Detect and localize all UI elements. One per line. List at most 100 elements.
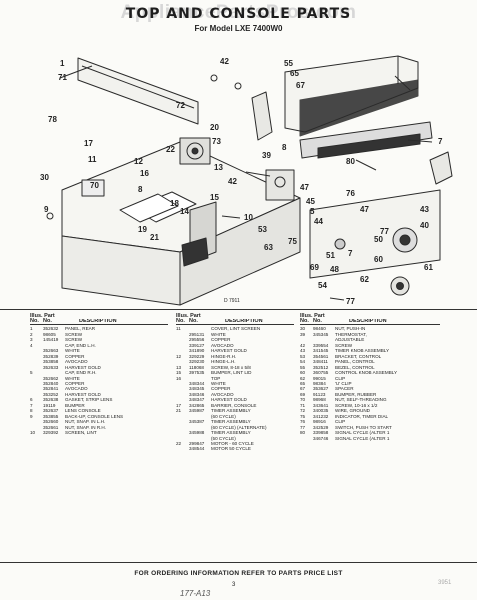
callout-labels: 1 71 42 55 65 67 78 17 11 72 20 22 73 12… bbox=[40, 57, 443, 306]
parts-row: (60 CYCLE) (ALTERNATE) bbox=[176, 425, 294, 430]
part-no: 341232 bbox=[313, 413, 329, 419]
part-no: 299847 bbox=[189, 440, 205, 446]
part-description: (60 CYCLE) bbox=[211, 413, 236, 419]
header-no2: No. bbox=[189, 318, 198, 324]
model-subtitle: For Model LXE 7400W0 bbox=[194, 24, 283, 33]
callout: 44 bbox=[314, 217, 323, 226]
part-no: 345345 bbox=[313, 331, 329, 337]
reference-mark: 3951 bbox=[438, 580, 452, 586]
callout: 48 bbox=[330, 265, 339, 274]
end-cap-left-part bbox=[251, 91, 273, 141]
part-no: 353627 bbox=[313, 386, 329, 392]
illus-no: 22 bbox=[176, 440, 182, 446]
header-illus: Illus. bbox=[30, 313, 43, 319]
part-description: AVOCADO bbox=[65, 359, 88, 365]
part-description: WHITE bbox=[211, 380, 226, 386]
callout: 8 bbox=[138, 185, 143, 194]
part-description: CLIP bbox=[335, 419, 346, 425]
illus-no: 30 bbox=[300, 326, 306, 332]
part-description: TIMER KNOB ASSEMBLY bbox=[335, 348, 390, 354]
part-no: 342865 bbox=[189, 402, 205, 408]
part-description: INDICATOR, TIMER DIAL bbox=[335, 413, 389, 419]
callout: 73 bbox=[212, 137, 221, 146]
part-no: 329392 bbox=[43, 430, 59, 436]
illus-no bbox=[176, 446, 189, 451]
part-description: AVOCADO bbox=[211, 342, 234, 348]
callout: 47 bbox=[300, 183, 309, 192]
part-description: AVOCADO bbox=[65, 386, 88, 392]
lint-screen-part bbox=[181, 201, 217, 267]
parts-row: 43 341545 TIMER KNOB ASSEMBLY bbox=[300, 348, 440, 353]
callout: 21 bbox=[150, 233, 159, 242]
illus-no: 5 bbox=[30, 370, 33, 376]
part-no: 339554 bbox=[313, 342, 329, 348]
callout: 42 bbox=[220, 57, 229, 66]
callout: 7 bbox=[438, 137, 443, 146]
part-no: 98460 bbox=[313, 326, 326, 332]
callout: 43 bbox=[420, 205, 429, 214]
callout: 19 bbox=[138, 225, 147, 234]
part-description: (60 CYCLE) (ALTERNATE) bbox=[211, 424, 267, 430]
illus-no: 62 bbox=[300, 375, 306, 381]
parts-row: 352841 AVOCADO bbox=[30, 386, 168, 391]
part-description: HINGE-L.H. bbox=[211, 359, 236, 365]
handwritten-code: 177-A13 bbox=[180, 589, 211, 598]
part-description: HARVEST GOLD bbox=[65, 364, 101, 370]
callout: 17 bbox=[84, 139, 93, 148]
part-description: CAP, END L.H. bbox=[65, 342, 96, 348]
callout: 77 bbox=[380, 227, 389, 236]
illus-no: 43 bbox=[300, 348, 306, 354]
callout: 69 bbox=[310, 263, 319, 272]
header-no2: No. bbox=[313, 318, 322, 324]
part-no: 352638 bbox=[43, 397, 59, 403]
part-no: 352841 bbox=[43, 386, 59, 392]
part-no: 352840 bbox=[43, 380, 59, 386]
part-no: 345987 bbox=[189, 408, 205, 414]
part-no: 352637 bbox=[43, 408, 59, 414]
part-description: TIMER ASSEMBLY bbox=[211, 430, 251, 436]
header-description: DESCRIPTION bbox=[225, 319, 263, 324]
part-no: 348411 bbox=[313, 359, 328, 365]
part-no: 339127 bbox=[189, 342, 205, 348]
part-no: 98968 bbox=[313, 397, 326, 403]
part-description: HARVEST GOLD bbox=[65, 391, 101, 397]
callout: 80 bbox=[346, 157, 355, 166]
illus-no: 65 bbox=[300, 380, 306, 386]
header-no: No. bbox=[176, 318, 185, 324]
control-panel-part bbox=[309, 189, 441, 279]
part-no: 341545 bbox=[313, 348, 329, 354]
part-no: 99015 bbox=[313, 375, 326, 381]
parts-row: ADJUSTABLE bbox=[300, 337, 440, 342]
rear-panel-part bbox=[77, 57, 199, 125]
part-description: BACK-UP, CONSOLE LENS bbox=[65, 413, 124, 419]
illus-no: 12 bbox=[176, 353, 182, 359]
part-no: 19119 bbox=[43, 402, 56, 408]
part-description: SCREW bbox=[65, 331, 83, 337]
callout: 71 bbox=[58, 73, 67, 82]
part-no: 348544 bbox=[189, 446, 205, 452]
divider bbox=[0, 562, 477, 563]
illus-no: 80 bbox=[300, 430, 306, 436]
part-description: SPACER bbox=[335, 386, 354, 392]
page-title: TOP AND CONSOLE PARTS bbox=[125, 6, 352, 22]
part-description: HARVEST GOLD bbox=[211, 348, 247, 354]
part-description: BUMPER, LINT LID bbox=[211, 370, 252, 376]
part-no: 98605 bbox=[43, 331, 56, 337]
callout: 60 bbox=[374, 255, 383, 264]
